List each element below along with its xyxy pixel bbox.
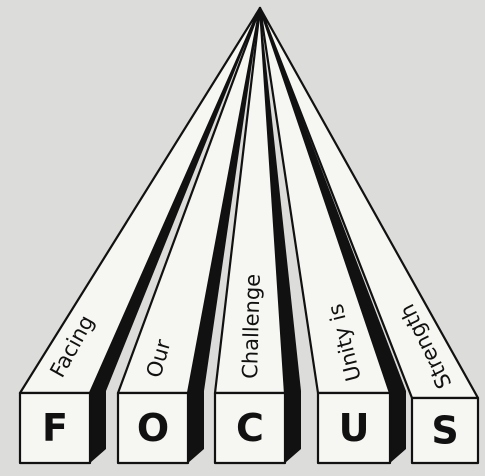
beam-word: Challenge	[238, 274, 265, 380]
beam-letter: S	[431, 409, 458, 453]
beam-letter: U	[339, 406, 370, 450]
beam-letter: C	[236, 406, 264, 450]
beam-letter: F	[42, 406, 68, 450]
beam-letter: O	[137, 406, 169, 450]
